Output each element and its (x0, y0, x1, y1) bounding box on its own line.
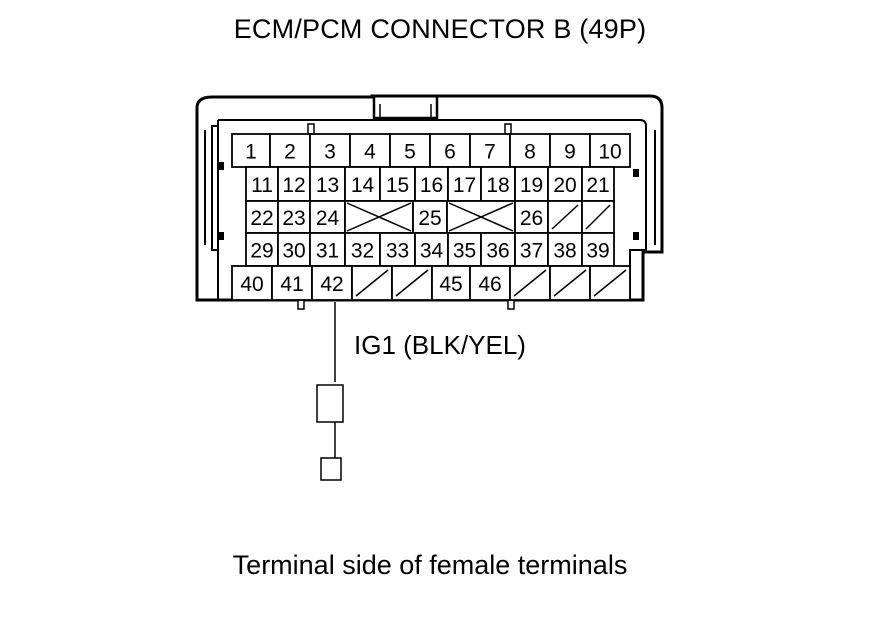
terminal-number: 34 (420, 240, 444, 263)
terminal-number: 16 (420, 174, 443, 197)
terminal-number: 9 (564, 141, 576, 164)
terminal-number: 19 (520, 174, 543, 197)
terminal-number: 46 (478, 273, 501, 296)
terminal-number: 30 (282, 240, 305, 263)
terminal-number: 1 (245, 141, 257, 164)
unused-terminal-mark (448, 202, 514, 232)
terminal-1 (231, 133, 271, 168)
unused-terminal-mark (346, 202, 412, 232)
terminal-number: 26 (520, 207, 543, 230)
terminal-number: 35 (453, 240, 476, 263)
terminal-number: 8 (524, 141, 536, 164)
terminal-number: 21 (586, 174, 609, 197)
terminal-19 (514, 166, 549, 202)
terminal-36 (480, 232, 516, 267)
wire-label: IG1 (BLK/YEL) (354, 330, 526, 360)
terminal-42 (311, 265, 353, 301)
terminal-16 (414, 166, 449, 202)
terminal-number: 32 (351, 240, 374, 263)
terminal-4 (349, 133, 391, 168)
terminal-24 (309, 200, 346, 234)
terminal-17 (447, 166, 482, 202)
connector-latch (372, 97, 439, 120)
terminal-number: 18 (486, 174, 509, 197)
terminal-22 (245, 200, 279, 234)
key-mark (633, 232, 639, 240)
terminal-32 (344, 232, 381, 267)
terminal-number: 20 (553, 174, 576, 197)
terminal-30 (277, 232, 311, 267)
terminal-number: 36 (486, 240, 509, 263)
terminal-26 (514, 200, 549, 234)
terminal-number: 45 (439, 273, 462, 296)
terminal-21 (581, 166, 615, 202)
unused-terminal-mark (513, 269, 547, 297)
terminal-number: 6 (444, 141, 456, 164)
terminal-45 (431, 265, 471, 301)
terminal-number: 29 (250, 240, 273, 263)
terminal-number: 41 (280, 273, 303, 296)
terminal-number: 13 (316, 174, 339, 197)
terminal-number: 22 (250, 207, 273, 230)
key-mark (218, 232, 224, 240)
terminal-number: 39 (586, 240, 609, 263)
terminal-number: 31 (316, 240, 339, 263)
terminal-number: 24 (316, 207, 340, 230)
test-probe-tip (320, 457, 342, 481)
terminal-number: 17 (453, 174, 476, 197)
terminal-9 (549, 133, 591, 168)
unused-terminal-mark (355, 269, 389, 297)
terminal-12 (277, 166, 311, 202)
terminal-number: 33 (386, 240, 409, 263)
terminal-10 (589, 133, 631, 168)
terminal-2 (269, 133, 311, 168)
terminal-number: 10 (598, 141, 621, 164)
unused-terminal-mark (551, 204, 579, 230)
terminal-number: 12 (282, 174, 305, 197)
terminal-23 (277, 200, 311, 234)
terminal-40 (231, 265, 273, 301)
terminal-15 (379, 166, 416, 202)
diagram-caption: Terminal side of female terminals (232, 550, 628, 580)
terminal-14 (344, 166, 381, 202)
terminal-number: 11 (251, 174, 273, 197)
unused-terminal-mark (395, 269, 429, 297)
terminal-number: 40 (240, 273, 263, 296)
terminal-7 (469, 133, 511, 168)
terminal-number: 38 (553, 240, 576, 263)
terminal-39 (581, 232, 615, 267)
terminal-number: 5 (404, 141, 416, 164)
terminal-6 (429, 133, 471, 168)
terminal-11 (245, 166, 279, 202)
terminal-number: 7 (484, 141, 496, 164)
terminal-number: 15 (386, 174, 409, 197)
terminal-number: 42 (320, 273, 343, 296)
terminal-number: 23 (282, 207, 305, 230)
terminal-number: 14 (351, 174, 375, 197)
terminal-13 (309, 166, 346, 202)
key-mark (218, 162, 224, 170)
terminal-number: 37 (520, 240, 543, 263)
unused-terminal-mark (593, 269, 627, 297)
connector-housing-inner (211, 119, 647, 300)
test-probe-body (316, 384, 344, 423)
unused-terminal-mark (585, 204, 611, 230)
diagram-title: ECM/PCM CONNECTOR B (49P) (233, 14, 647, 44)
terminal-number: 2 (284, 141, 296, 164)
connector-housing-outer (195, 94, 664, 302)
unused-terminal-mark (553, 269, 587, 297)
key-mark (633, 169, 639, 177)
terminal-number: 3 (324, 141, 336, 164)
terminal-number: 25 (418, 207, 441, 230)
terminal-number: 4 (364, 141, 376, 164)
